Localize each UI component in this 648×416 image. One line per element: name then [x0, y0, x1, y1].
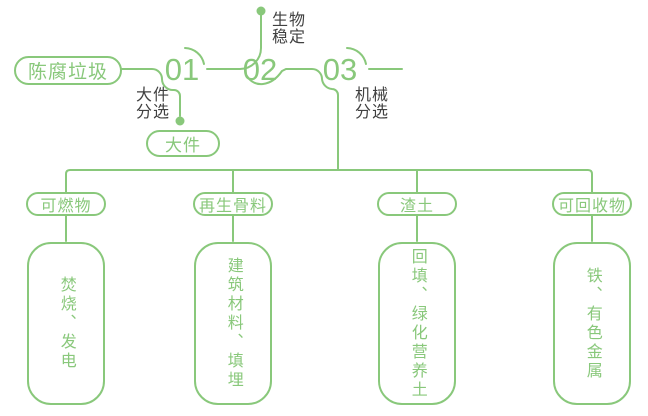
detail-box-metals: 铁、有色金属 — [553, 242, 631, 405]
distribution-line — [65, 169, 593, 193]
detail-text: 建筑材料、填埋 — [224, 257, 242, 390]
category-node-recycled-aggregate: 再生骨料 — [193, 192, 273, 216]
step3-arc — [346, 47, 367, 65]
category-node-combustibles: 可燃物 — [26, 192, 106, 216]
step2-to-step3-line — [246, 68, 339, 171]
source-to-step1-line — [121, 68, 181, 117]
bulky-branch-dot — [175, 116, 185, 126]
bulky-item-node: 大件 — [146, 130, 220, 157]
detail-text: 铁、有色金属 — [583, 266, 601, 381]
step-number-2: 02 — [242, 52, 278, 87]
detail-box-incineration: 焚烧、发电 — [27, 242, 105, 405]
mechanical-sorting-label: 机械 分选 — [355, 87, 390, 121]
detail-text: 焚烧、发电 — [57, 276, 75, 371]
bulky-sorting-label: 大件 分选 — [135, 87, 170, 121]
step-number-3: 03 — [322, 52, 358, 87]
category-node-recyclables: 可回收物 — [552, 192, 632, 216]
bio-stabilization-label: 生物 稳定 — [272, 12, 307, 46]
step-number-1: 01 — [164, 52, 200, 87]
detail-box-backfill: 回填、绿化营养土 — [378, 242, 456, 405]
step1-to-step2-line — [206, 14, 262, 70]
detail-box-building-material: 建筑材料、填埋 — [194, 242, 272, 405]
step1-arc — [184, 47, 205, 65]
bio-branch-dot — [256, 6, 266, 16]
source-node: 陈腐垃圾 — [14, 56, 122, 85]
detail-text: 回填、绿化营养土 — [408, 247, 426, 400]
category-node-slag-soil: 渣土 — [377, 192, 457, 216]
